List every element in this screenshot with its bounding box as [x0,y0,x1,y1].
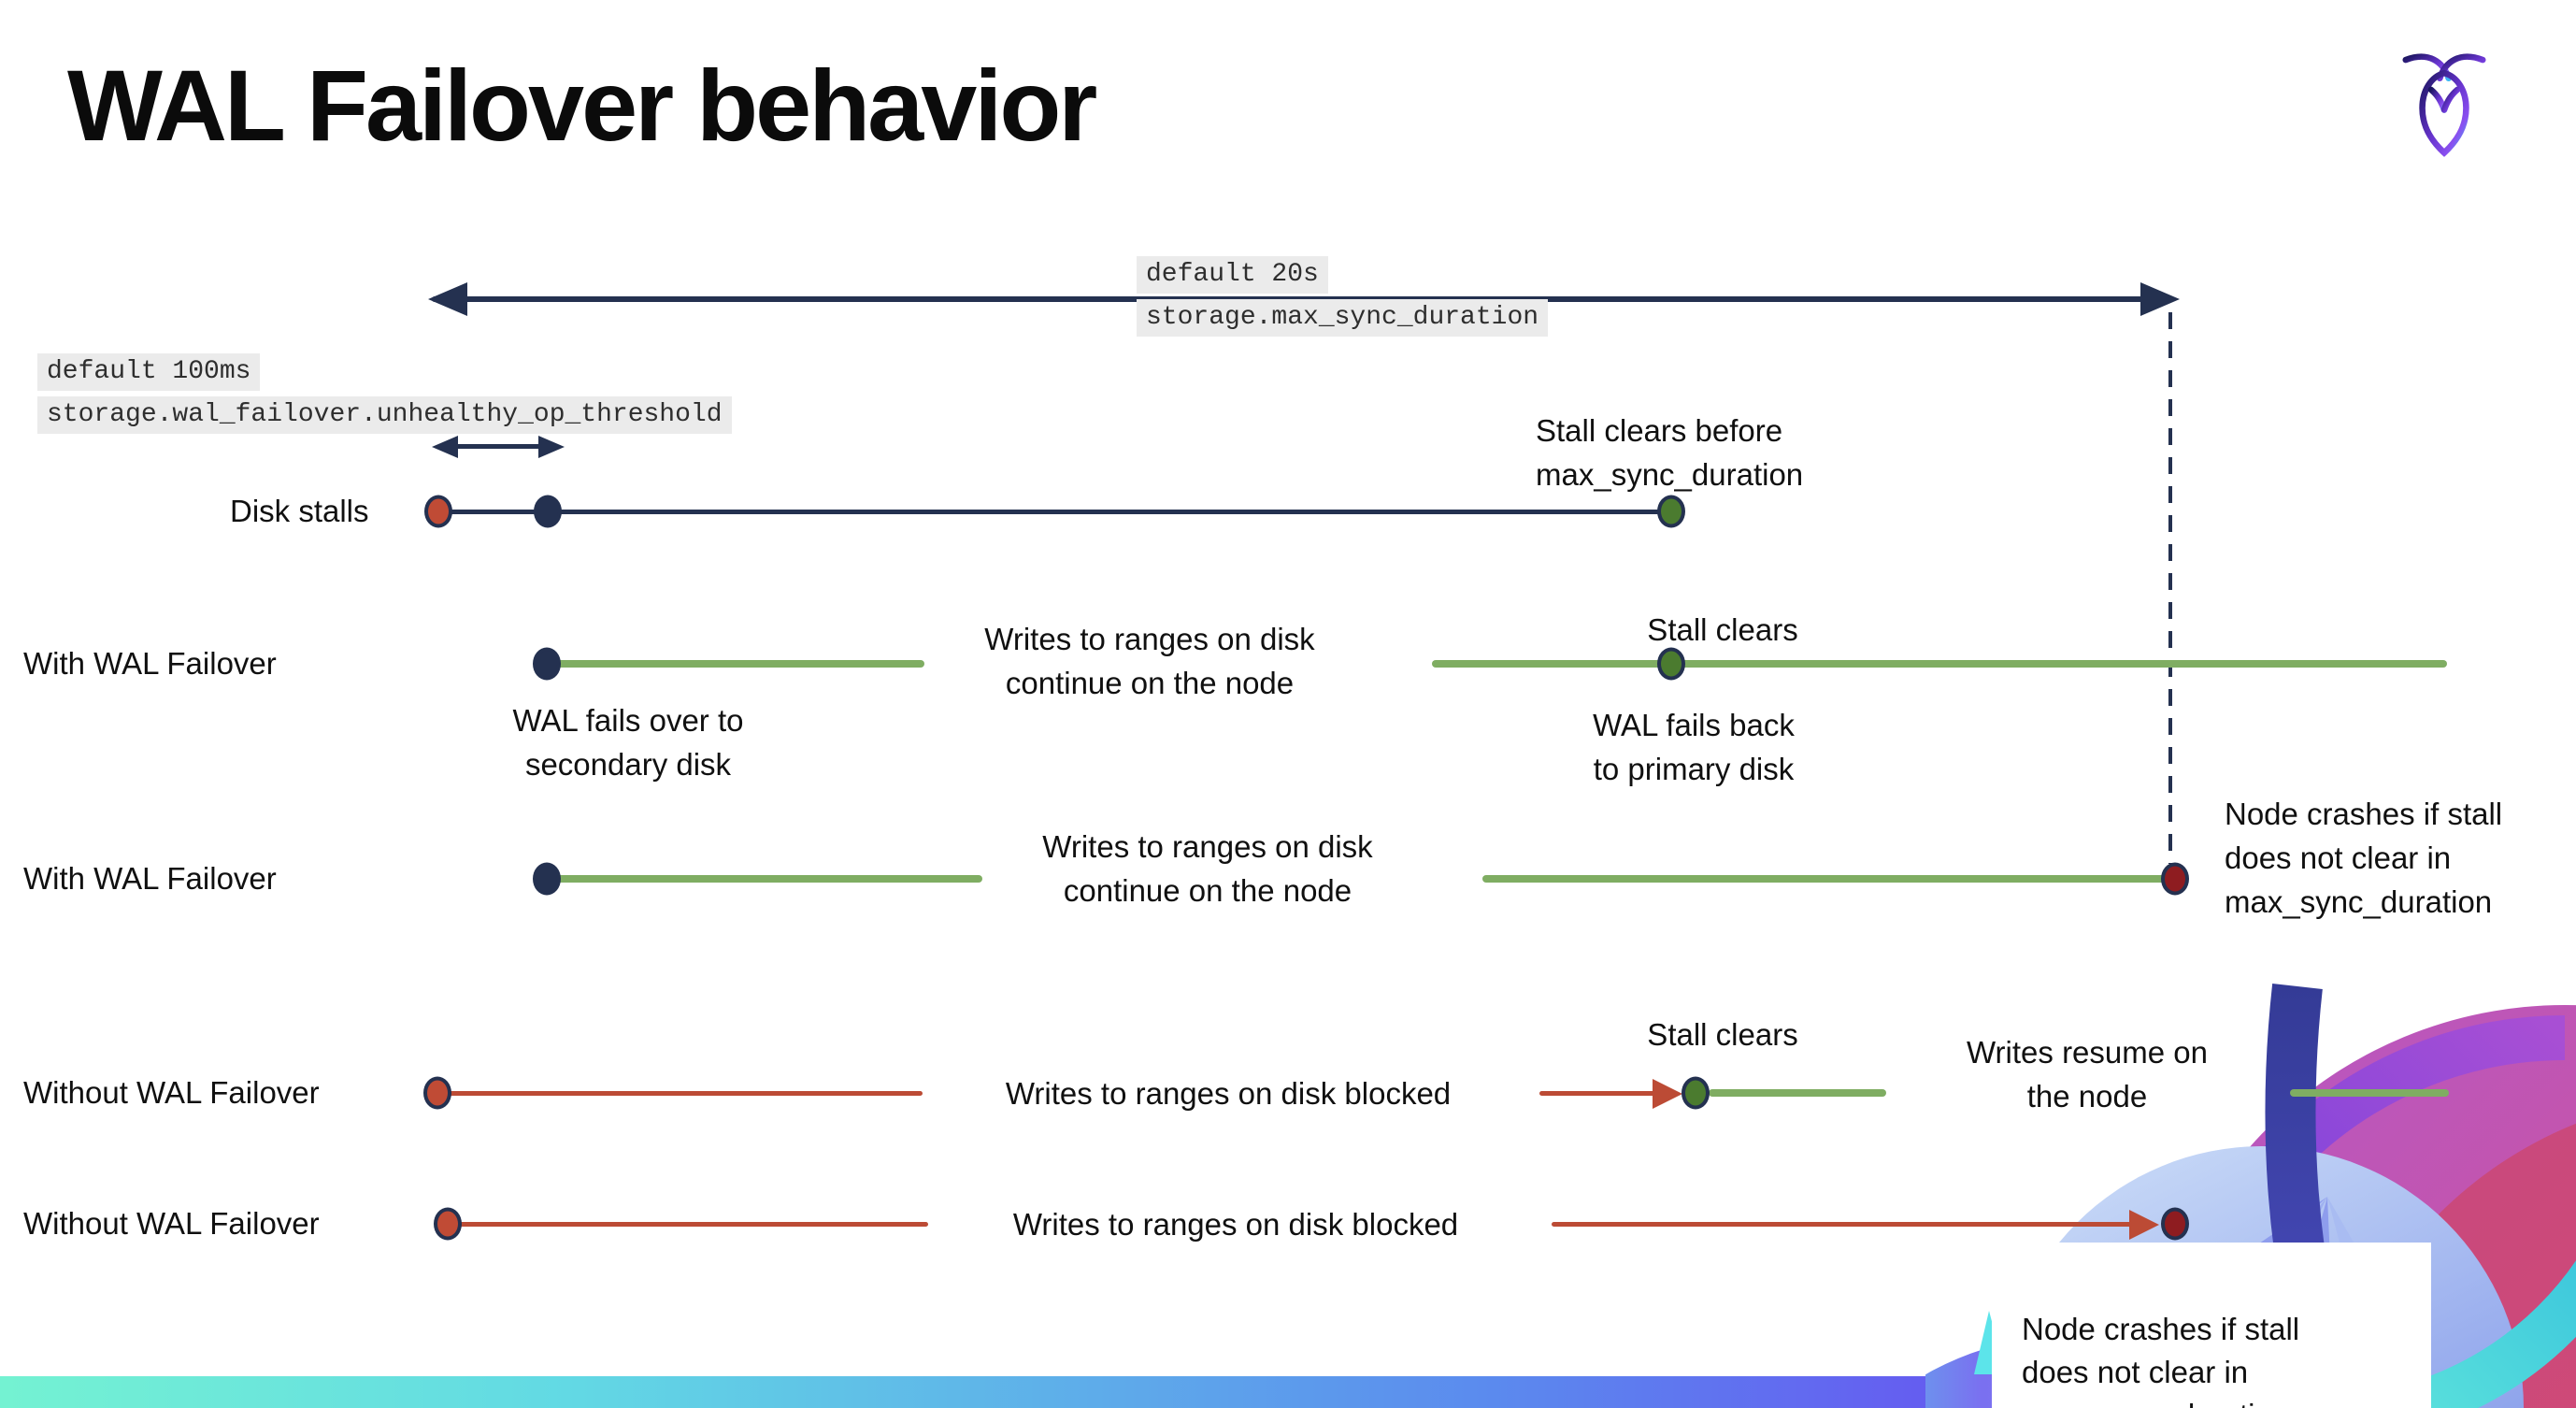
arrow-head-right-icon [2140,282,2180,316]
writes-blocked-segment-row5 [451,1222,928,1227]
unhealthy-op-setting-name: storage.wal_failover.unhealthy_op_thresh… [37,396,732,434]
disk-stall-start-dot [424,495,452,528]
max-sync-setting-name: storage.max_sync_duration [1137,299,1549,337]
node-crash-dot-row5 [2161,1207,2189,1241]
writes-blocked-segment-row4 [441,1091,923,1096]
annotation-writes-blocked-row4: Writes to ranges on disk blocked [1005,1076,1452,1111]
annotation-stall-clears-row2: Stall clears [1647,612,1798,647]
stall-clears-dot-row1 [1657,495,1685,528]
red-arrow-head-row4-icon [1653,1079,1682,1109]
max-sync-duration-dashed-line [2168,312,2172,864]
small-arrow-head-left-icon [432,436,458,458]
wal-failover-dot-row2 [533,647,561,681]
blocked-arrow-segment-row4 [1539,1091,1661,1096]
row-label-without-wal-failover-1: Without WAL Failover [23,1075,320,1110]
row-label-disk-stalls: Disk stalls [230,494,369,528]
max-sync-default-value: default 20s [1137,256,1328,294]
annotation-wal-fails-back: WAL fails back to primary disk [1593,708,1795,786]
unhealthy-op-default-value: default 100ms [37,353,261,391]
small-arrow-head-right-icon [538,436,565,458]
wal-failover-dot-row3 [533,862,561,896]
writes-continue-segment-row2-right [1432,660,2447,668]
max-sync-duration-setting-label: default 20s storage.max_sync_duration [1137,256,1549,342]
unhealthy-op-threshold-setting-label: default 100ms storage.wal_failover.unhea… [37,353,732,439]
writes-continue-segment-row3-right [1482,875,2165,883]
writes-continue-segment-row2-left [557,660,924,668]
stall-clears-dot-row4 [1682,1076,1710,1110]
node-crash-dot-row3 [2161,862,2189,896]
row-label-with-wal-failover-1: With WAL Failover [23,646,277,681]
annotation-writes-continue-row2: Writes to ranges on disk continue on the… [984,622,1315,700]
node-crashes-callout-box: Node crashes if stall does not clear in … [1992,1243,2431,1408]
node-crashes-callout-text: Node crashes if stall does not clear in … [2022,1312,2300,1408]
annotation-stall-clears-before: Stall clears before max_sync_duration [1536,413,1804,492]
annotation-stall-clears-row4: Stall clears [1647,1017,1798,1052]
annotation-writes-blocked-row5: Writes to ranges on disk blocked [1012,1207,1459,1242]
annotation-writes-resume: Writes resume on the node [1967,1035,2208,1113]
arrow-head-left-icon [428,282,467,316]
page-title: WAL Failover behavior [67,49,1097,162]
disk-stall-dot-row4 [423,1076,451,1110]
annotation-writes-continue-row3: Writes to ranges on disk continue on the… [1042,829,1373,908]
cockroachdb-logo-icon [2402,53,2486,157]
row-label-without-wal-failover-2: Without WAL Failover [23,1206,320,1241]
blocked-arrow-segment-row5 [1552,1222,2140,1227]
stall-clears-dot-row2 [1657,647,1685,681]
red-arrow-head-row5-icon [2129,1210,2159,1240]
writes-resume-segment-row4-right [2290,1089,2449,1097]
disk-stall-dot-row5 [434,1207,462,1241]
annotation-node-crashes-row3: Node crashes if stall does not clear in … [2225,797,2503,919]
disk-stall-timeline-segment [438,510,1671,514]
unhealthy-op-threshold-arrow-line [439,444,551,449]
failover-threshold-dot [534,495,562,528]
writes-continue-segment-row3-left [557,875,982,883]
row-label-with-wal-failover-2: With WAL Failover [23,861,277,896]
annotation-wal-fails-over: WAL fails over to secondary disk [512,703,744,782]
writes-resume-segment-row4-left [1709,1089,1886,1097]
